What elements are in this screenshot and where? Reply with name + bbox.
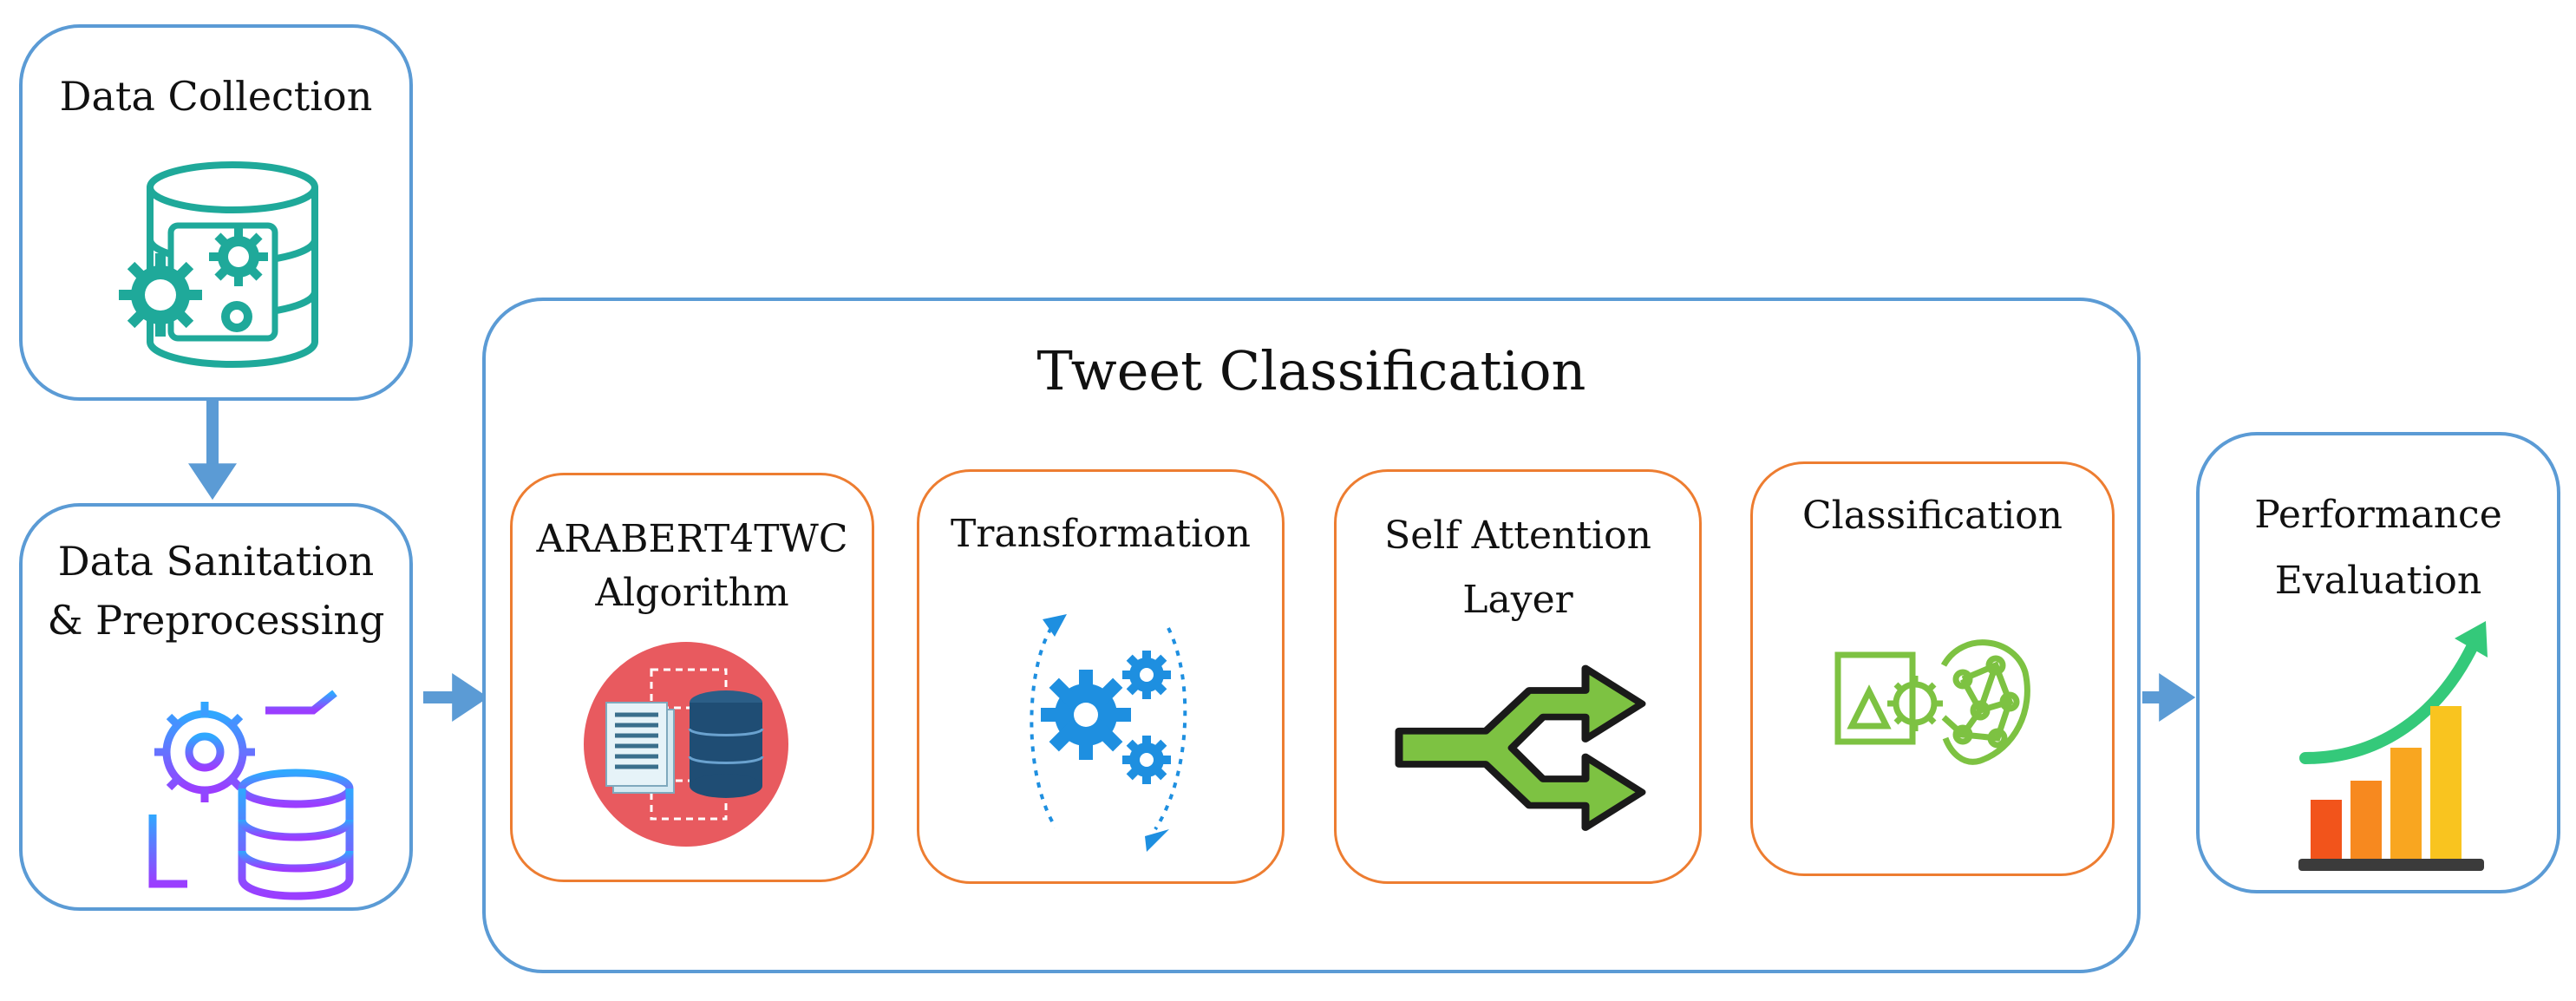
arabert-box: ARABERT4TWC Algorithm (510, 473, 874, 882)
database-gears-icon (119, 161, 318, 369)
transformation-title: Transformation (951, 512, 1251, 556)
self-attention-title-line1: Self Attention (1384, 514, 1651, 558)
document-database-icon (584, 642, 788, 847)
growth-chart-icon (2298, 621, 2488, 871)
rotating-gears-icon (1030, 614, 1187, 852)
data-sanitation-title-line1: Data Sanitation (57, 538, 375, 585)
self-attention-title-line2: Layer (1462, 578, 1573, 622)
classification-box: Classification (1750, 461, 2115, 876)
data-collection-title: Data Collection (59, 73, 373, 120)
data-sanitation-box: Data Sanitation & Preprocessing (19, 503, 413, 911)
arabert-title-line2: Algorithm (595, 571, 789, 615)
self-attention-box: Self Attention Layer (1334, 469, 1702, 884)
tweet-classification-title: Tweet Classification (1036, 339, 1586, 402)
data-sanitation-title-line2: & Preprocessing (47, 597, 385, 644)
gear-database-icon (148, 690, 354, 900)
performance-title-line2: Evaluation (2274, 559, 2482, 603)
data-collection-box: Data Collection (19, 24, 413, 401)
classification-title: Classification (1801, 494, 2063, 538)
transformation-box: Transformation (917, 469, 1285, 884)
split-arrows-icon (1395, 664, 1646, 831)
performance-box: Performance Evaluation (2196, 432, 2560, 893)
arabert-title-line1: ARABERT4TWC (536, 517, 848, 561)
ai-classification-icon (1834, 639, 2030, 765)
performance-title-line1: Performance (2254, 493, 2502, 537)
